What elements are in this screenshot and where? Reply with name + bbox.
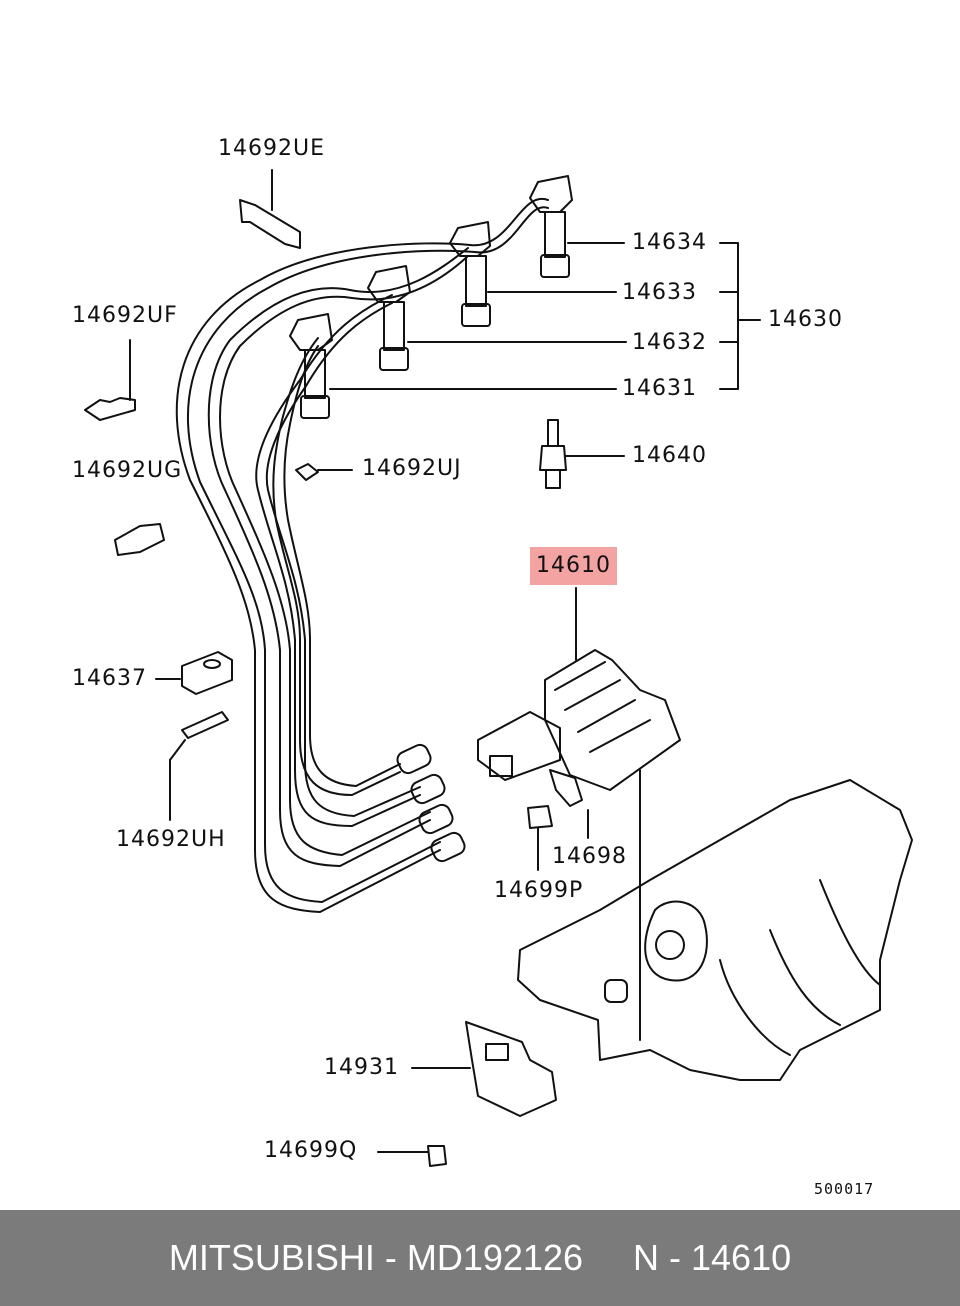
footer-separator: - (659, 1237, 692, 1278)
label-14699P[interactable]: 14699P (494, 878, 584, 903)
clamp-14692UJ (295, 463, 353, 481)
label-14630[interactable]: 14630 (768, 307, 843, 332)
part-footer-bar: MITSUBISHI - MD192126 N - 14610 (0, 1210, 960, 1306)
label-14633[interactable]: 14633 (622, 280, 697, 305)
diagram-code: 500017 (814, 1180, 875, 1198)
sensor-14931 (411, 1021, 557, 1117)
footer-separator: - (374, 1237, 407, 1278)
parts-diagram: 14692UE 14634 14633 14630 14632 14631 14… (72, 136, 913, 1198)
bolt-14699Q (377, 1145, 447, 1167)
footer-part-number: MD192126 (406, 1237, 583, 1278)
plug-cap-14634 (529, 175, 573, 278)
plug-cap-14632 (367, 265, 411, 371)
clamp-14692UH (169, 711, 229, 821)
diagram-drawing (84, 169, 913, 1167)
label-14634[interactable]: 14634 (632, 230, 707, 255)
plug-cap-14631 (289, 313, 333, 419)
label-14692UJ[interactable]: 14692UJ (362, 456, 462, 481)
label-14640[interactable]: 14640 (632, 443, 707, 468)
footer-n-label: N (633, 1237, 660, 1278)
label-14692UE[interactable]: 14692UE (218, 136, 325, 161)
label-14610-highlighted[interactable]: 14610 (530, 547, 617, 585)
label-14698[interactable]: 14698 (552, 844, 627, 869)
bolt-14699P (527, 805, 553, 871)
coil-boots (396, 743, 466, 863)
label-14637[interactable]: 14637 (72, 666, 147, 691)
clamp-14692UE (239, 169, 301, 249)
label-14692UF[interactable]: 14692UF (72, 303, 178, 328)
label-14692UH[interactable]: 14692UH (116, 827, 226, 852)
ignition-coil (477, 587, 681, 791)
ignition-wire-set (175, 197, 549, 913)
clamp-14692UF (84, 339, 136, 421)
intake-manifold (517, 769, 913, 1081)
spark-plug (539, 419, 567, 489)
footer-brand: MITSUBISHI (168, 1237, 375, 1278)
footer-gap (583, 1237, 633, 1279)
footer-ref-number: 14610 (691, 1237, 792, 1278)
label-14632[interactable]: 14632 (632, 330, 707, 355)
label-14699Q[interactable]: 14699Q (264, 1138, 358, 1163)
label-14931[interactable]: 14931 (324, 1055, 399, 1080)
bracket-14698 (549, 769, 589, 839)
clamp-14692UG (114, 523, 165, 556)
label-14631[interactable]: 14631 (622, 376, 697, 401)
plug-cap-14633 (449, 221, 491, 327)
holder-14637 (155, 651, 233, 695)
leader-lines (329, 242, 761, 457)
label-14692UG[interactable]: 14692UG (72, 458, 183, 483)
